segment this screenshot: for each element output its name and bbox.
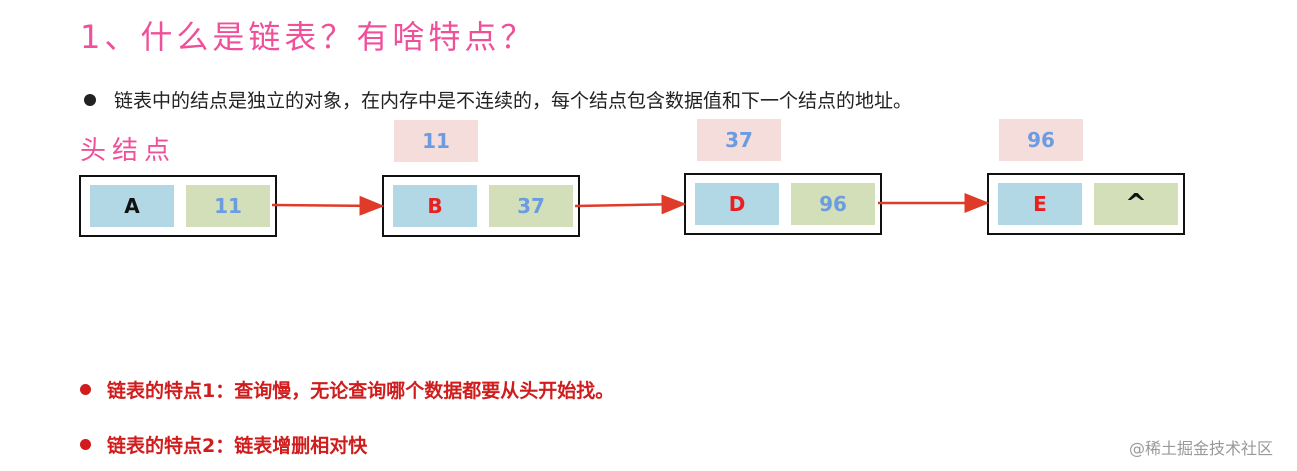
intro-bullet: 链表中的结点是独立的对象，在内存中是不连续的，每个结点包含数据值和下一个结点的地… xyxy=(84,86,912,113)
node-next-cell: 96 xyxy=(791,183,875,225)
node-data-cell: A xyxy=(90,185,174,227)
node-address-d: 37 xyxy=(697,119,781,161)
list-node-d: D 96 xyxy=(684,173,882,235)
node-address-e: 96 xyxy=(999,119,1083,161)
node-data-cell: D xyxy=(695,183,779,225)
node-data-cell: E xyxy=(998,183,1082,225)
node-data-cell: B xyxy=(393,185,477,227)
node-next-cell: 37 xyxy=(489,185,573,227)
arrow-a-to-b xyxy=(271,195,385,216)
node-next-cell: 11 xyxy=(186,185,270,227)
bullet-dot-icon xyxy=(84,93,96,106)
feature-point-2: 链表的特点2：链表增删相对快 xyxy=(80,431,367,458)
red-bullet-icon xyxy=(80,439,91,450)
feature-point-1: 链表的特点1：查询慢，无论查询哪个数据都要从头开始找。 xyxy=(80,376,614,403)
list-node-a: A 11 xyxy=(79,175,277,237)
node-address-b: 11 xyxy=(394,120,478,162)
head-node-label: 头结点 xyxy=(80,136,177,166)
feature-text: 链表的特点2：链表增删相对快 xyxy=(107,435,368,457)
watermark: @稀土掘金技术社区 xyxy=(1128,439,1273,458)
feature-text: 链表的特点1：查询慢，无论查询哪个数据都要从头开始找。 xyxy=(107,380,615,402)
intro-text: 链表中的结点是独立的对象，在内存中是不连续的，每个结点包含数据值和下一个结点的地… xyxy=(114,90,913,112)
page-title: 1、什么是链表？有啥特点？ xyxy=(80,18,537,56)
list-node-b: B 37 xyxy=(382,175,580,237)
node-null-pointer-cell: ^ xyxy=(1094,183,1178,225)
arrow-b-to-d xyxy=(574,194,687,215)
list-node-e: E ^ xyxy=(987,173,1185,235)
red-bullet-icon xyxy=(80,384,91,395)
